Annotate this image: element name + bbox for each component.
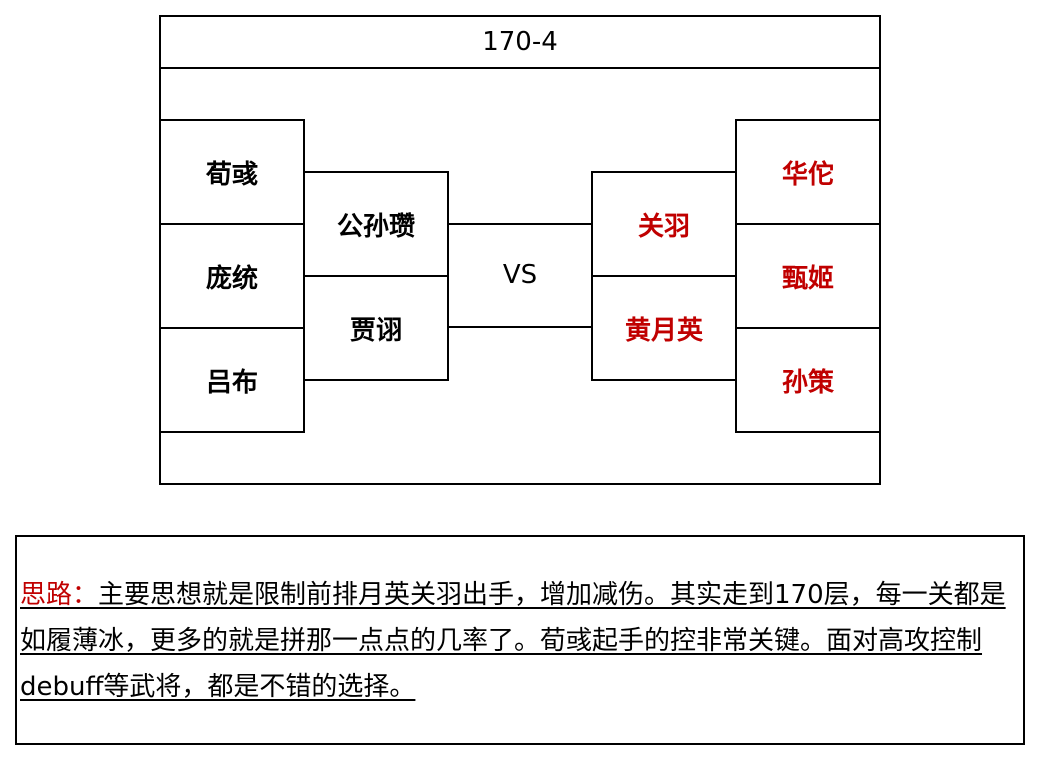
left-back-slot-1: 荀彧 — [159, 119, 305, 225]
right-back-slot-1: 华佗 — [735, 119, 881, 225]
right-back-slot-3: 孙策 — [735, 327, 881, 433]
right-back-slot-2: 甄姬 — [735, 223, 881, 329]
left-back-slot-3: 吕布 — [159, 327, 305, 433]
left-front-slot-1: 公孙瓒 — [303, 171, 449, 277]
connector-line-top — [447, 223, 593, 225]
strategy-note-box — [15, 535, 1025, 745]
stage-title: 170-4 — [159, 15, 881, 69]
vs-label: VS — [502, 260, 538, 290]
left-front-slot-2: 贾诩 — [303, 275, 449, 381]
strategy-note-label: 思路： — [20, 580, 99, 610]
connector-line-bottom — [447, 326, 593, 328]
right-front-slot-2: 黄月英 — [591, 275, 737, 381]
strategy-note: 思路：主要思想就是限制前排月英关羽出手，增加减伤。其实走到170层，每一关都是如… — [20, 572, 1010, 710]
left-back-slot-2: 庞统 — [159, 223, 305, 329]
right-front-slot-1: 关羽 — [591, 171, 737, 277]
strategy-note-text: 主要思想就是限制前排月英关羽出手，增加减伤。其实走到170层，每一关都是如履薄冰… — [20, 580, 1006, 702]
